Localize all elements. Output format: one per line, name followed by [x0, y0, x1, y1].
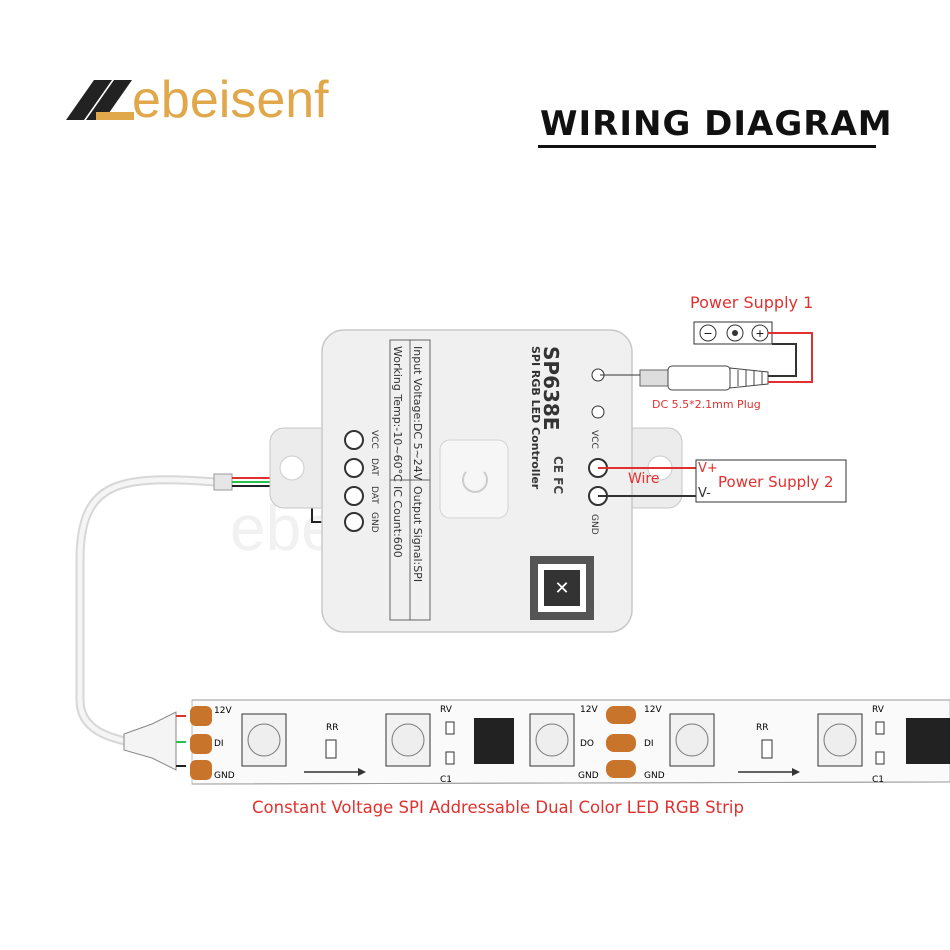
title-underline [538, 145, 876, 148]
logo-mark [66, 80, 134, 120]
polarity-plus: + [755, 327, 764, 340]
v-minus-label: V- [698, 486, 711, 501]
capacitor [875, 751, 885, 765]
plug-label: DC 5.5*2.1mm Plug [652, 398, 761, 411]
power-supply-2-group: V+ V- Power Supply 2 Wire [598, 459, 847, 503]
terminal-gnd-label: GND [369, 512, 379, 533]
page-title: WIRING DIAGRAM [540, 104, 893, 144]
signal-cable [75, 473, 233, 771]
terminal-vcc-right-label: VCC [589, 430, 599, 449]
pad-di-mid-right: DI [644, 739, 654, 749]
strip-caption: Constant Voltage SPI Addressable Dual Co… [252, 798, 744, 817]
power-supply-1-group: Power Supply 1 − + DC 5.5*2.1mm Plug [600, 293, 813, 411]
terminal-vcc-label: VCC [369, 430, 379, 449]
terminal-gnd-right-label: GND [589, 514, 599, 535]
ic-chip [474, 718, 514, 764]
pad-12v-mid-left: 12V [580, 705, 598, 715]
pad-12v-mid-right: 12V [644, 705, 662, 715]
capacitor [445, 751, 455, 765]
label-c1-2: C1 [872, 775, 884, 785]
led-chip [817, 713, 863, 767]
pad-12v-start: 12V [214, 706, 232, 716]
spec-ic-count: IC Count:600 [391, 486, 404, 558]
pad-gnd-mid-right: GND [644, 771, 665, 781]
resistor [325, 739, 337, 759]
wire-label: Wire [628, 471, 660, 487]
label-rv: RV [440, 705, 453, 715]
led-strip: 12V DI GND 12V DO GND 12V DI GND RR RV C… [190, 699, 950, 785]
resistor [761, 739, 773, 759]
cert-marks: CE FC [551, 456, 565, 494]
power-supply-1-label: Power Supply 1 [690, 293, 813, 312]
controller-label-group: SP638E SPI RGB LED Controller Input Volt… [369, 346, 599, 582]
controller-subtitle: SPI RGB LED Controller [529, 346, 542, 490]
led-chip [529, 713, 575, 767]
pad-gnd-mid-left: GND [578, 771, 599, 781]
svg-text:✕: ✕ [554, 578, 569, 599]
label-rv-2: RV [872, 705, 885, 715]
pad-di-start: DI [214, 739, 224, 749]
led-chip [385, 713, 431, 767]
direction-arrow [304, 768, 366, 776]
direction-arrow [738, 768, 800, 776]
led-chip [669, 713, 715, 767]
terminal-dat-label: DAT [369, 458, 379, 476]
led-chip [241, 713, 287, 767]
brand-logo: ebeisenf [132, 71, 329, 129]
controller-model: SP638E [539, 346, 563, 430]
spec-output-signal: Output Signal:SPI [411, 486, 424, 582]
terminal-dat-label-2: DAT [369, 486, 379, 504]
power-supply-2-label: Power Supply 2 [718, 473, 834, 491]
capacitor [875, 721, 885, 735]
v-plus-label: V+ [698, 461, 718, 476]
spec-working-temp: Working Temp:-10~60°C [391, 346, 404, 482]
label-rr-2: RR [756, 723, 769, 733]
polarity-minus: − [703, 327, 712, 340]
spec-input-voltage: Input Voltage:DC 5~24V [411, 346, 424, 481]
controller-terminals [344, 368, 608, 532]
label-c1: C1 [440, 775, 452, 785]
pad-gnd-start: GND [214, 771, 235, 781]
pad-do-mid-left: DO [580, 739, 594, 749]
capacitor [445, 721, 455, 735]
ic-chip [906, 718, 950, 764]
label-rr: RR [326, 723, 339, 733]
